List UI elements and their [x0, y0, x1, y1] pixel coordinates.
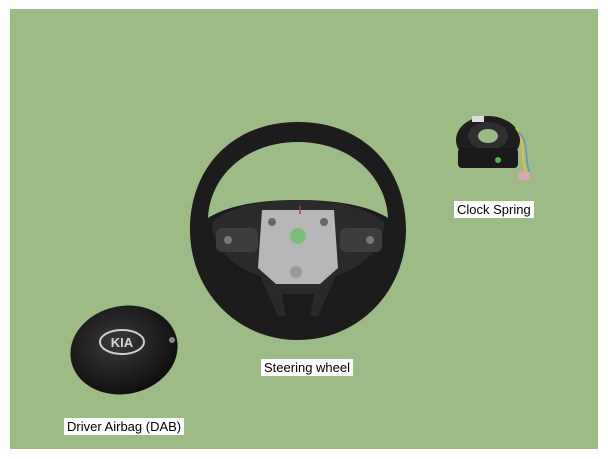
- clock-spring-label: Clock Spring: [454, 201, 534, 218]
- driver-airbag-label: Driver Airbag (DAB): [64, 418, 185, 435]
- driver-airbag-image: KIA: [70, 305, 178, 395]
- steering-wheel-label: Steering wheel: [261, 359, 353, 376]
- kia-logo: KIA: [111, 335, 134, 350]
- clock-spring-image: [456, 116, 531, 180]
- steering-wheel-image: [190, 122, 406, 340]
